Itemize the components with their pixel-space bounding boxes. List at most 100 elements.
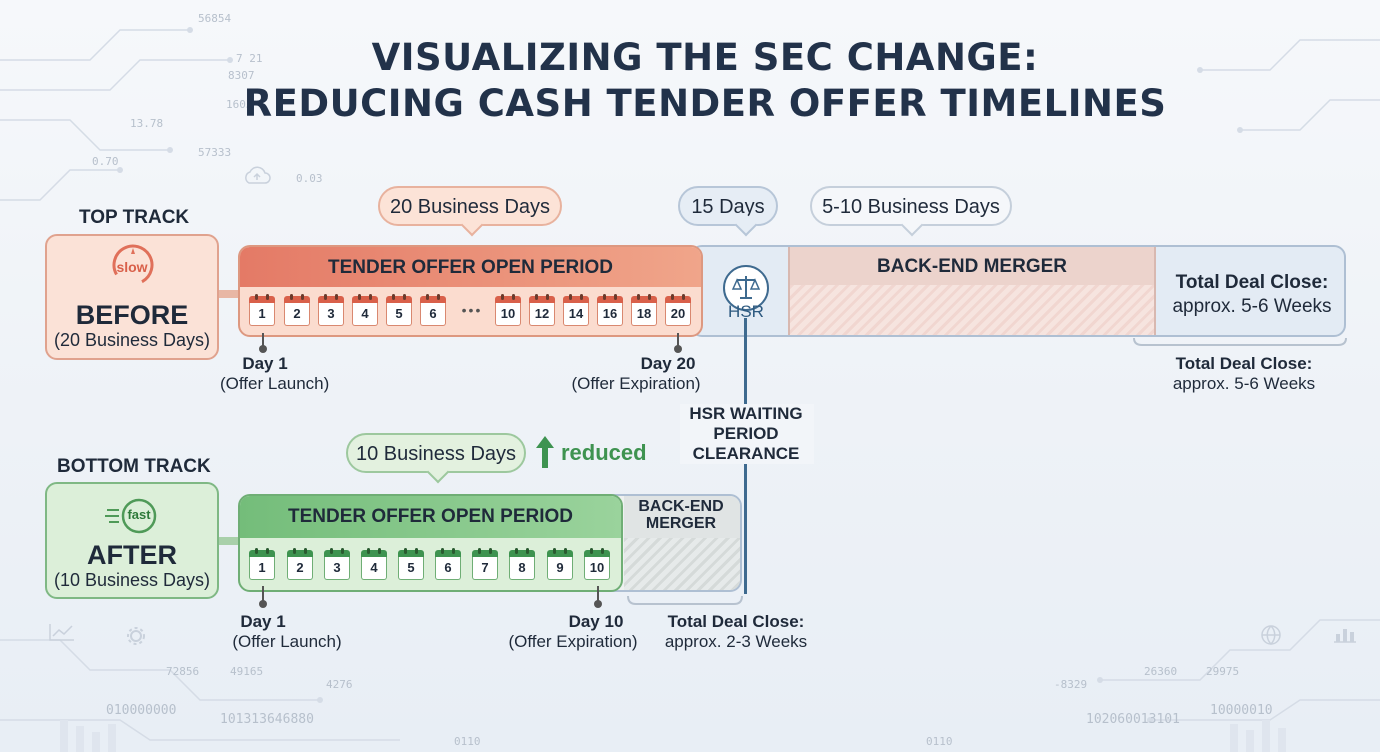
slow-gauge-icon bbox=[112, 244, 154, 286]
gear-icon bbox=[127, 627, 145, 645]
bottom-day10-sub: (Offer Expiration) bbox=[508, 632, 638, 651]
bg-number: 57333 bbox=[198, 146, 232, 159]
calendar-day-icon: 12 bbox=[529, 294, 555, 326]
bottom-day10-marker bbox=[594, 586, 602, 608]
calendar-day-number: 10 bbox=[495, 303, 521, 326]
calendar-day-number: 10 bbox=[584, 557, 610, 580]
top-day1-label: Day 1 bbox=[242, 354, 288, 373]
calendar-day-icon: 5 bbox=[386, 294, 412, 326]
after-connector bbox=[219, 537, 239, 545]
calendar-day-icon: 7 bbox=[472, 548, 498, 580]
reduced-label: reduced bbox=[561, 440, 647, 465]
calendar-day-number: 1 bbox=[249, 557, 275, 580]
bottom-merger-bar bbox=[600, 494, 742, 592]
fast-gauge-label: fast bbox=[127, 507, 151, 522]
bottom-day10-label: Day 10 bbox=[568, 612, 624, 631]
calendar-day-icon: 2 bbox=[284, 294, 310, 326]
top-day20-sub: (Offer Expiration) bbox=[571, 374, 701, 393]
bubble-5-10-business-days: 5-10 Business Days bbox=[810, 186, 1012, 237]
top-close-below-sub: approx. 5-6 Weeks bbox=[1172, 374, 1316, 393]
bg-number: 010000000 bbox=[106, 703, 177, 718]
hsr-note-line2: PERIOD bbox=[713, 424, 779, 443]
calendar-day-icon: 8 bbox=[509, 548, 535, 580]
top-tender-title: TENDER OFFER OPEN PERIOD bbox=[327, 257, 614, 278]
top-merger-bar: BACK-END MERGER bbox=[788, 247, 1156, 335]
calendar-day-number: 1 bbox=[249, 303, 275, 326]
before-connector bbox=[219, 290, 239, 298]
bottom-close-title: Total Deal Close: bbox=[667, 612, 805, 631]
cloud-upload-icon bbox=[245, 166, 271, 184]
slow-gauge-label: slow bbox=[116, 259, 148, 275]
calendar-day-icon: 6 bbox=[435, 548, 461, 580]
bg-number: 0.70 bbox=[92, 155, 119, 168]
after-title: AFTER bbox=[87, 540, 177, 570]
calendar-day-icon: 1 bbox=[249, 548, 275, 580]
bg-number: 4276 bbox=[326, 678, 353, 691]
calendar-day-number: 5 bbox=[386, 303, 412, 326]
bg-number: 7 21 bbox=[236, 52, 263, 65]
bg-number: 10000010 bbox=[1210, 703, 1273, 718]
bottom-tender-period-bar: TENDER OFFER OPEN PERIOD bbox=[238, 494, 623, 592]
bubble-10-business-days: 10 Business Days bbox=[346, 433, 526, 484]
calendar-day-icon: 10 bbox=[584, 548, 610, 580]
calendar-day-icon: 14 bbox=[563, 294, 589, 326]
bottom-day1-sub: (Offer Launch) bbox=[232, 632, 342, 651]
bg-number: 72856 bbox=[166, 665, 200, 678]
bubble-15-days: 15 Days bbox=[678, 186, 778, 237]
bottom-merger-title-1: BACK-END bbox=[638, 498, 724, 515]
calendar-day-number: 2 bbox=[284, 303, 310, 326]
hsr-note-line3: CLEARANCE bbox=[692, 444, 800, 463]
top-day20-marker bbox=[674, 333, 682, 353]
calendar-day-icon: 5 bbox=[398, 548, 424, 580]
top-tender-period-bar: TENDER OFFER OPEN PERIOD bbox=[238, 245, 703, 337]
top-days-ellipsis: ••• bbox=[461, 302, 483, 318]
top-day1-sub: (Offer Launch) bbox=[220, 374, 330, 393]
page-subtitle: REDUCING CASH TENDER OFFER TIMELINES bbox=[243, 82, 1167, 125]
before-title: BEFORE bbox=[75, 300, 189, 330]
calendar-day-number: 9 bbox=[547, 557, 573, 580]
calendar-day-icon: 16 bbox=[597, 294, 623, 326]
calendar-day-icon: 20 bbox=[665, 294, 691, 326]
hsr-label: HSR bbox=[728, 302, 764, 321]
bg-number: 13.78 bbox=[130, 117, 164, 130]
reduced-arrow-icon bbox=[536, 436, 554, 468]
calendar-day-number: 5 bbox=[398, 557, 424, 580]
calendar-day-number: 3 bbox=[318, 303, 344, 326]
bottom-close-bracket bbox=[627, 595, 743, 605]
line-chart-icon bbox=[49, 624, 74, 641]
fast-gauge-icon bbox=[105, 498, 157, 534]
top-merger-title: BACK-END MERGER bbox=[877, 256, 1067, 277]
bg-number: 1603 bbox=[226, 98, 253, 111]
calendar-day-icon: 4 bbox=[352, 294, 378, 326]
calendar-day-number: 8 bbox=[509, 557, 535, 580]
page-title: VISUALIZING THE SEC CHANGE: bbox=[371, 36, 1039, 79]
calendar-day-icon: 3 bbox=[324, 548, 350, 580]
bottom-merger-title-2: MERGER bbox=[645, 515, 717, 532]
bg-number: 26360 bbox=[1144, 665, 1178, 678]
calendar-day-icon: 4 bbox=[361, 548, 387, 580]
top-day20-label: Day 20 bbox=[640, 354, 696, 373]
bg-number: 0110 bbox=[926, 735, 953, 748]
bottom-close-sub: approx. 2-3 Weeks bbox=[664, 632, 808, 651]
before-box: slow BEFORE (20 Business Days) bbox=[45, 234, 219, 360]
bg-number: 29975 bbox=[1206, 665, 1240, 678]
bar-chart-icon bbox=[1334, 629, 1356, 643]
bg-number: 0110 bbox=[454, 735, 481, 748]
calendar-day-icon: 6 bbox=[420, 294, 446, 326]
scales-of-justice-icon bbox=[723, 265, 769, 311]
calendar-day-icon: 10 bbox=[495, 294, 521, 326]
calendar-day-number: 2 bbox=[287, 557, 313, 580]
bg-number: 102060013101 bbox=[1086, 712, 1180, 727]
before-subtitle: (20 Business Days) bbox=[53, 330, 211, 350]
calendar-day-icon: 18 bbox=[631, 294, 657, 326]
calendar-day-number: 3 bbox=[324, 557, 350, 580]
calendar-day-number: 14 bbox=[563, 303, 589, 326]
calendar-day-number: 16 bbox=[597, 303, 623, 326]
globe-icon bbox=[1261, 625, 1281, 646]
calendar-day-icon: 1 bbox=[249, 294, 275, 326]
calendar-day-icon: 3 bbox=[318, 294, 344, 326]
top-close-box-title: Total Deal Close: bbox=[1175, 272, 1329, 293]
top-day1-marker bbox=[259, 333, 267, 353]
top-close-bracket bbox=[1133, 337, 1347, 346]
calendar-day-number: 7 bbox=[472, 557, 498, 580]
